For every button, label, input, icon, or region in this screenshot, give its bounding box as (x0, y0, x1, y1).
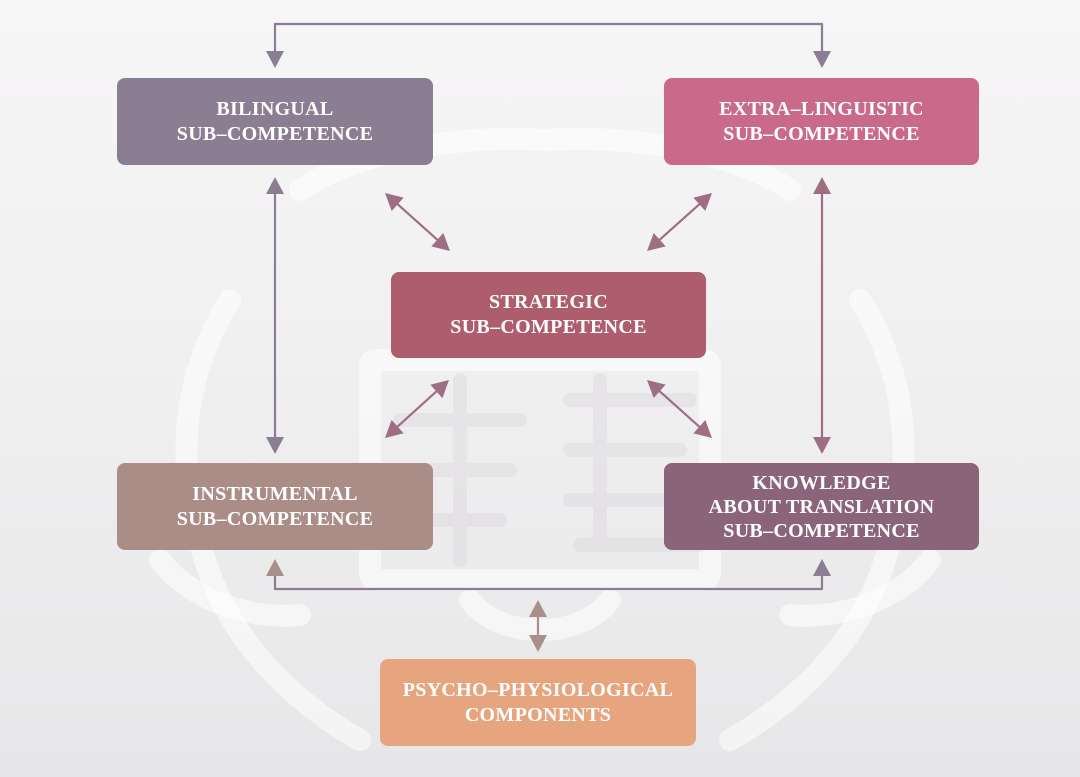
psycho-link-arrow-head-b (529, 635, 547, 652)
bottom-bracket-right-head (813, 559, 831, 576)
strategic-knowledge-arrow-line (654, 386, 705, 432)
extra-strategic-arrow-head-b (647, 232, 666, 251)
psycho-label: PSYCHO–PHYSIOLOGICAL COMPONENTS (402, 678, 674, 726)
instrumental-sub-competence-box: INSTRUMENTAL SUB–COMPETENCE (117, 463, 433, 550)
psycho-link-arrow-head-a (529, 600, 547, 617)
top-loop-right-head (813, 51, 831, 68)
extra-knowledge-arrow-head-b (813, 437, 831, 454)
bilingual-strategic-arrow-head-b (431, 232, 450, 251)
extra-strategic-arrow-line (654, 199, 705, 245)
strategic-instrumental-arrow-line (392, 386, 442, 432)
top-loop-left-head (266, 51, 284, 68)
instrumental-label: INSTRUMENTAL SUB–COMPETENCE (176, 482, 374, 530)
strategic-knowledge-arrow-head-b (693, 419, 712, 438)
strategic-instrumental-arrow-head-b (385, 419, 404, 438)
strategic-sub-competence-box: STRATEGIC SUB–COMPETENCE (391, 272, 706, 358)
extra-linguistic-sub-competence-box: EXTRA–LINGUISTIC SUB–COMPETENCE (664, 78, 979, 165)
bilingual-instrumental-arrow-head-a (266, 177, 284, 194)
bottom-bracket-left-head (266, 559, 284, 576)
psycho-physiological-components-box: PSYCHO–PHYSIOLOGICAL COMPONENTS (380, 659, 696, 746)
bilingual-strategic-arrow-line (392, 199, 443, 245)
bilingual-instrumental-arrow-head-b (266, 437, 284, 454)
strategic-instrumental-arrow-head-a (430, 380, 449, 399)
strategic-knowledge-arrow-head-a (647, 380, 666, 399)
bilingual-label: BILINGUAL SUB–COMPETENCE (176, 97, 374, 145)
knowledge-about-translation-box: KNOWLEDGE ABOUT TRANSLATION SUB–COMPETEN… (664, 463, 979, 550)
extra-knowledge-arrow-head-a (813, 177, 831, 194)
bilingual-strategic-arrow-head-a (385, 193, 404, 212)
extra-strategic-arrow-head-a (693, 193, 712, 212)
strategic-label: STRATEGIC SUB–COMPETENCE (450, 291, 647, 338)
knowledge-label: KNOWLEDGE ABOUT TRANSLATION SUB–COMPETEN… (708, 471, 935, 542)
bilingual-sub-competence-box: BILINGUAL SUB–COMPETENCE (117, 78, 433, 165)
extra-linguistic-label: EXTRA–LINGUISTIC SUB–COMPETENCE (719, 97, 924, 145)
